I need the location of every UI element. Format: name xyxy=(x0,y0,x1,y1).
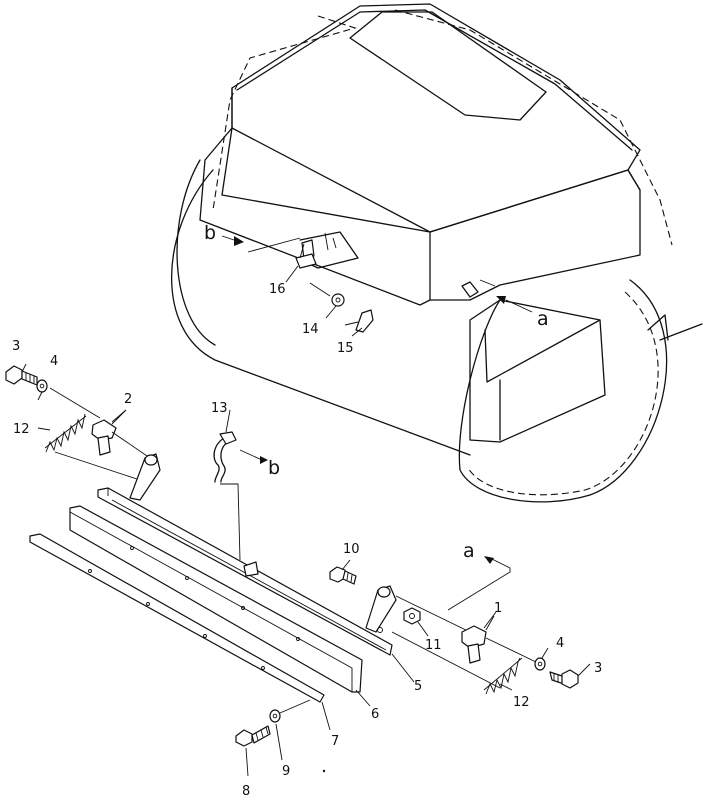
part-15-pin xyxy=(344,309,374,333)
part-7-strip xyxy=(29,533,325,703)
callout-6: 6 xyxy=(371,707,379,722)
part-12-spring-right xyxy=(483,657,523,695)
callout-12-right: 12 xyxy=(513,695,530,710)
part-3-bolt-left xyxy=(5,365,38,386)
hood-window xyxy=(349,11,547,121)
ref-b-hose-arrow xyxy=(260,456,268,464)
ref-b-machine-arrow xyxy=(221,235,301,253)
ref-a-machine: a xyxy=(537,308,549,330)
callout-3-left: 3 xyxy=(12,339,20,354)
ref-a-arrow xyxy=(484,556,494,564)
part-4-washer-right xyxy=(534,657,546,671)
drum-outline xyxy=(170,169,471,456)
part-11-nut xyxy=(391,607,501,689)
hood-front xyxy=(199,127,431,306)
attach-plate-b xyxy=(299,231,359,269)
stray-dot xyxy=(322,769,326,773)
callout-5: 5 xyxy=(414,679,422,694)
ref-a-machine-arrow xyxy=(496,296,533,313)
callout-12-left: 12 xyxy=(13,422,30,437)
callout-1: 1 xyxy=(494,601,502,616)
part-6-plate xyxy=(69,505,363,693)
hood-top xyxy=(231,3,641,233)
ref-a-leader xyxy=(447,557,511,611)
callout-4-left: 4 xyxy=(50,354,58,369)
callout-16: 16 xyxy=(269,282,286,297)
part-3-bolt-right xyxy=(549,669,579,689)
callout-15: 15 xyxy=(337,341,354,356)
ref-a-bracket: a xyxy=(463,540,475,562)
left-arm xyxy=(129,453,161,501)
right-arm xyxy=(365,585,471,633)
part-4-washer-left xyxy=(36,379,48,393)
callout-14: 14 xyxy=(302,322,319,337)
part-2-pivot-bracket xyxy=(54,409,151,481)
assembly-line xyxy=(49,387,101,419)
part-14-washer xyxy=(309,282,345,307)
part-9-washer xyxy=(269,699,311,723)
callout-8: 8 xyxy=(242,784,250,797)
leader-lines xyxy=(21,265,591,777)
callout-4-right: 4 xyxy=(556,636,564,651)
callout-2: 2 xyxy=(124,392,132,407)
callout-3-right: 3 xyxy=(594,661,602,676)
callout-13: 13 xyxy=(211,401,228,416)
machine-body xyxy=(170,3,703,503)
callout-7: 7 xyxy=(331,734,339,749)
rear-wheel xyxy=(458,279,668,503)
part-5-bar xyxy=(97,487,393,656)
ref-b-hose: b xyxy=(268,457,280,479)
part-1-pivot-bracket xyxy=(461,615,537,664)
part-13-hose xyxy=(213,409,263,561)
attach-plate-a xyxy=(461,281,479,298)
part-16-bracket xyxy=(295,239,317,269)
part-8-bolt xyxy=(235,725,271,747)
part-12-spring-left xyxy=(44,413,87,453)
part-10-bolt xyxy=(329,566,357,585)
ref-b-machine: b xyxy=(204,222,216,244)
callout-10: 10 xyxy=(343,542,360,557)
callout-9: 9 xyxy=(282,764,290,779)
callout-11: 11 xyxy=(425,638,442,653)
